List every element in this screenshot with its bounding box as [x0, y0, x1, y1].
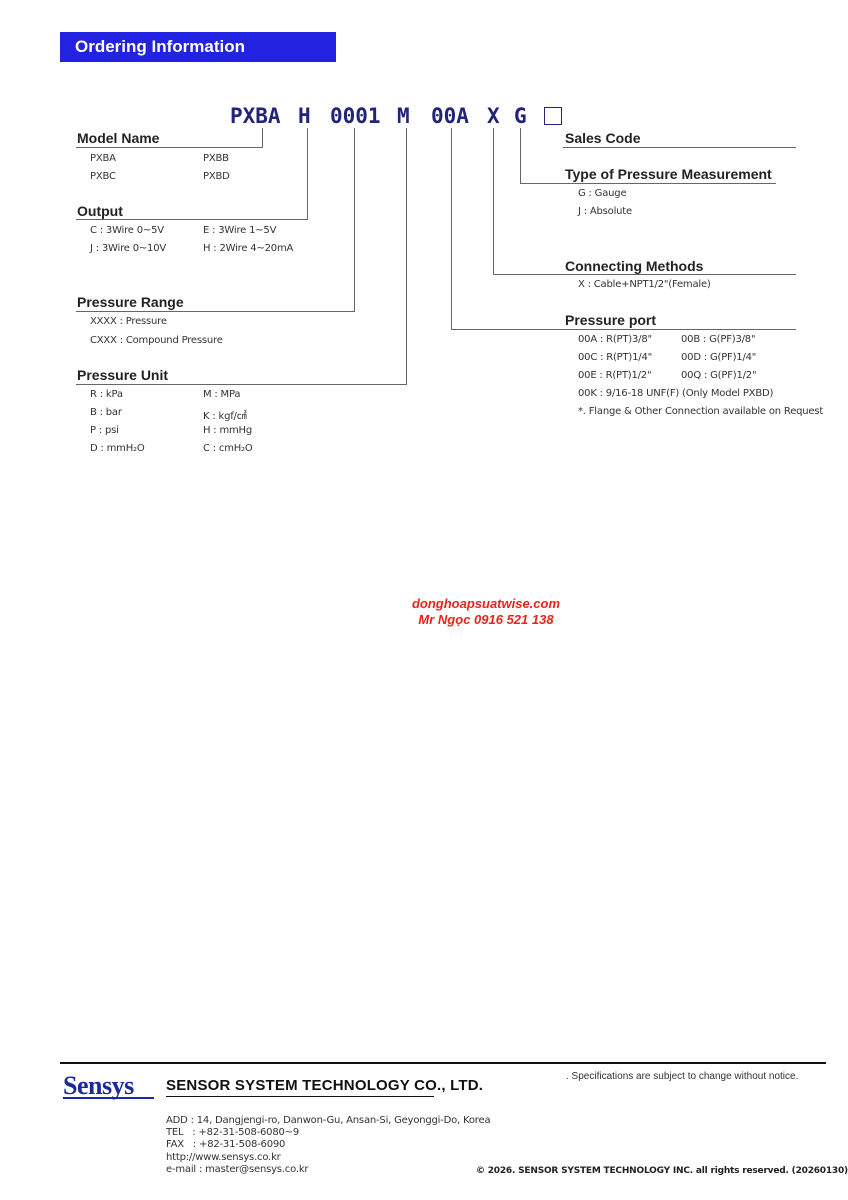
model-item: PXBB	[203, 153, 229, 164]
pressure-port-title: Pressure port	[565, 312, 657, 328]
port-item: 00D : G(PF)1/4"	[681, 352, 757, 363]
connector-connecting-h	[493, 274, 796, 275]
unit-item: C : cmH₂O	[203, 443, 253, 454]
output-item: J : 3Wire 0~10V	[90, 243, 167, 254]
model-item: PXBC	[90, 171, 116, 182]
watermark-contact: Mr Ngọc 0916 521 138	[418, 612, 554, 627]
output-item: C : 3Wire 0~5V	[90, 225, 164, 236]
connector-port-v	[451, 128, 452, 330]
unit-item: D : mmH₂O	[90, 443, 145, 454]
connector-unit-h	[76, 384, 407, 385]
model-name-title: Model Name	[77, 130, 160, 146]
code-port: 00A	[431, 104, 469, 128]
unit-item: B : bar	[90, 407, 122, 418]
footer-tel: TEL : +82-31-508-6080~9	[166, 1127, 300, 1138]
footer-divider	[60, 1062, 826, 1064]
measurement-item: G : Gauge	[578, 188, 627, 199]
port-item: 00E : R(PT)1/2"	[578, 370, 652, 381]
logo-underline	[63, 1097, 154, 1099]
measurement-item: J : Absolute	[578, 206, 632, 217]
code-sales-box	[544, 107, 562, 125]
unit-item: M : MPa	[203, 389, 241, 400]
measurement-title: Type of Pressure Measurement	[565, 166, 772, 182]
connector-model-v	[262, 128, 263, 148]
connector-range-h	[76, 311, 355, 312]
code-measurement: G	[514, 104, 527, 128]
connector-port-h	[451, 329, 796, 330]
connector-sales-h	[563, 147, 796, 148]
sales-code-title: Sales Code	[565, 130, 641, 146]
section-banner: Ordering Information	[60, 32, 336, 62]
model-item: PXBA	[90, 153, 116, 164]
footer-email-link[interactable]: e-mail : master@sensys.co.kr	[166, 1164, 309, 1175]
port-item: 00B : G(PF)3/8"	[681, 334, 756, 345]
range-item: CXXX : Compound Pressure	[90, 335, 223, 346]
connector-output-h	[76, 219, 308, 220]
pressure-range-title: Pressure Range	[77, 294, 184, 310]
model-item: PXBD	[203, 171, 230, 182]
connector-model-h	[76, 147, 263, 148]
unit-item: P : psi	[90, 425, 119, 436]
unit-item: H : mmHg	[203, 425, 252, 436]
code-output: H	[298, 104, 311, 128]
copyright-text: © 2026. SENSOR SYSTEM TECHNOLOGY INC. al…	[476, 1166, 848, 1176]
connector-output-v	[307, 128, 308, 220]
port-item: 00A : R(PT)3/8"	[578, 334, 652, 345]
connector-connecting-v	[493, 128, 494, 275]
spec-notice: . Specifications are subject to change w…	[566, 1071, 799, 1082]
connector-unit-v	[406, 128, 407, 385]
connector-range-v	[354, 128, 355, 312]
connector-measurement-v	[520, 128, 521, 184]
code-unit: M	[397, 104, 410, 128]
range-item: XXXX : Pressure	[90, 316, 167, 327]
connecting-item: X : Cable+NPT1/2"(Female)	[578, 279, 711, 290]
footer-website-link[interactable]: http://www.sensys.co.kr	[166, 1152, 281, 1163]
watermark-website: donghoapsuatwise.com	[411, 596, 561, 611]
output-item: H : 2Wire 4~20mA	[203, 243, 294, 254]
output-title: Output	[77, 203, 123, 219]
company-logo: Sensys	[63, 1071, 134, 1100]
connecting-methods-title: Connecting Methods	[565, 258, 704, 274]
output-item: E : 3Wire 1~5V	[203, 225, 277, 236]
code-connecting: X	[487, 104, 500, 128]
unit-item: R : kPa	[90, 389, 123, 400]
port-extra: 00K : 9/16-18 UNF(F) (Only Model PXBD)	[578, 388, 774, 399]
footer-address: ADD : 14, Dangjengi-ro, Danwon-Gu, Ansan…	[166, 1115, 491, 1126]
port-note: *. Flange & Other Connection available o…	[578, 406, 824, 417]
footer-fax: FAX : +82-31-508-6090	[166, 1139, 286, 1150]
connector-measurement-h	[520, 183, 776, 184]
company-name: SENSOR SYSTEM TECHNOLOGY CO., LTD.	[166, 1077, 484, 1094]
code-model: PXBA	[230, 104, 281, 128]
pressure-unit-title: Pressure Unit	[77, 367, 169, 383]
company-underline	[166, 1096, 434, 1097]
unit-item: K : kgf/㎠	[203, 411, 247, 422]
code-range: 0001	[330, 104, 381, 128]
port-item: 00Q : G(PF)1/2"	[681, 370, 757, 381]
port-item: 00C : R(PT)1/4"	[578, 352, 653, 363]
